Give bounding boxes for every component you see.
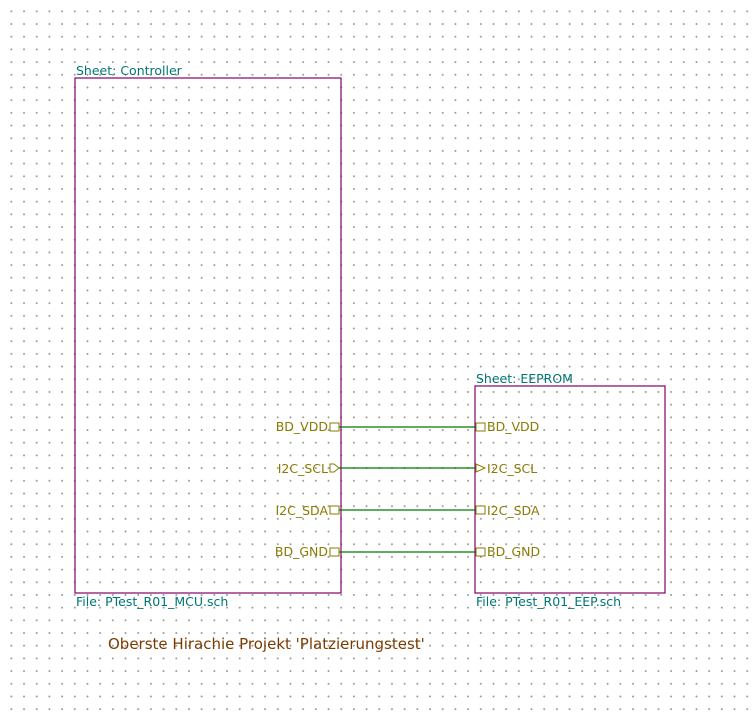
schematic-note[interactable]: Oberste Hirachie Projekt 'Platzierungste… [108,635,425,653]
eeprom-pin-label-i2c-scl: I2C_SCL [487,461,537,476]
eeprom-pin-bd-vdd[interactable] [475,422,486,432]
controller-pin-i2c-sda[interactable] [329,505,340,515]
controller-pin-label-i2c-scl: I2C_SCL [278,461,328,476]
controller-pin-label-i2c-sda: I2C_SDA [275,503,328,518]
controller-pin-bd-gnd[interactable] [329,547,340,557]
controller-pin-label-bd-vdd: BD_VDD [276,419,328,434]
controller-pin-bd-vdd[interactable] [329,422,340,432]
sheet-eeprom-file: File: PTest_R01_EEP.sch [476,594,621,609]
sheet-controller-name: Sheet: Controller [76,63,183,78]
sheet-controller[interactable]: Sheet: Controller File: PTest_R01_MCU.sc… [74,63,342,609]
controller-pin-i2c-scl[interactable] [329,463,340,473]
eeprom-pin-bd-gnd[interactable] [475,547,486,557]
eeprom-pin-label-i2c-sda: I2C_SDA [487,503,540,518]
eeprom-pin-label-bd-vdd: BD_VDD [487,419,539,434]
sheet-controller-file: File: PTest_R01_MCU.sch [76,594,228,609]
eeprom-pin-label-bd-gnd: BD_GND [487,544,540,559]
sheet-eeprom[interactable]: Sheet: EEPROM File: PTest_R01_EEP.sch BD… [474,371,666,609]
controller-pin-label-bd-gnd: BD_GND [275,544,328,559]
sheet-eeprom-name: Sheet: EEPROM [476,371,573,386]
eeprom-pin-i2c-scl[interactable] [475,463,487,473]
sheet-eeprom-box[interactable] [474,385,666,594]
eeprom-pin-i2c-sda[interactable] [475,505,486,515]
sheet-controller-box[interactable] [74,77,342,594]
